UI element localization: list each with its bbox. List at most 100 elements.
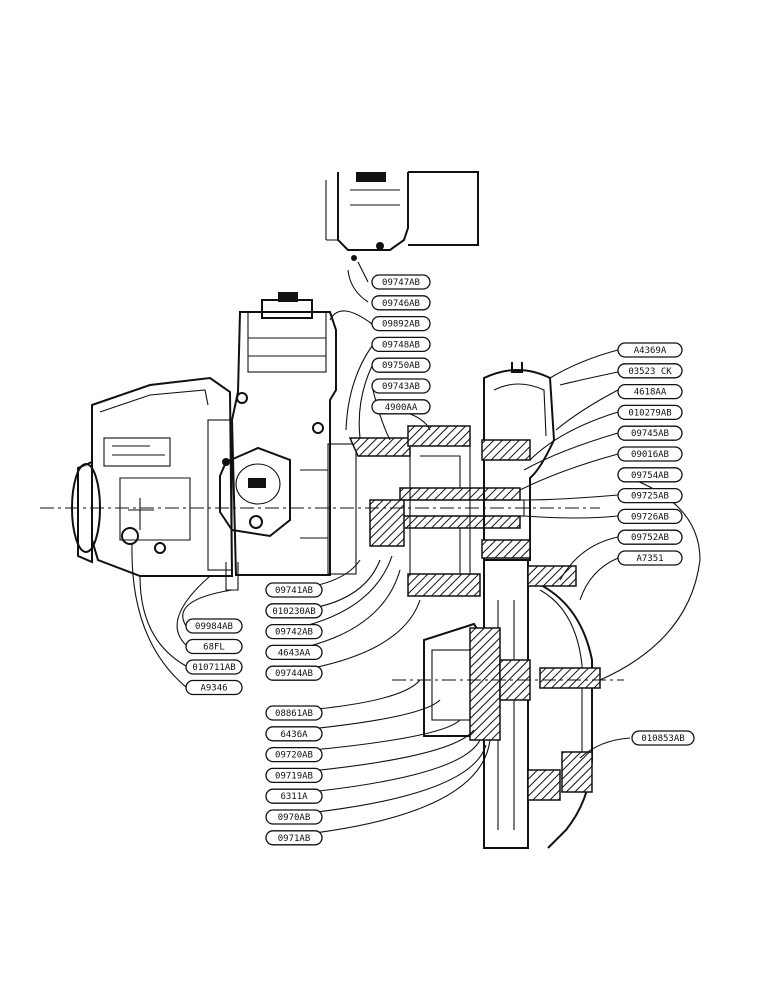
part-label-labels-lower-left-1: 68FL [185, 638, 243, 655]
part-label-labels-left-6-text: 4900AA [385, 403, 418, 413]
part-label-labels-left-2-text: 09892AB [382, 320, 420, 330]
part-label-labels-right-8: 09726AB [617, 508, 683, 525]
part-label-labels-lower-left-3: A9346 [185, 679, 243, 696]
part-label-labels-right-1-text: 03523 CK [628, 367, 672, 377]
part-label-labels-lower-left-3-text: A9346 [200, 684, 227, 694]
part-label-labels-left-5-frame [371, 378, 431, 394]
part-label-labels-right-10: A7351 [617, 550, 683, 566]
part-label-labels-right-3-frame [617, 404, 683, 421]
part-label-far-right: 010853AB [631, 730, 695, 746]
part-label-labels-left-6: 4900AA [371, 399, 431, 415]
upper-mount-bracket [325, 171, 479, 261]
part-label-labels-right-3: 010279AB [617, 404, 683, 421]
part-label-labels-right-6-text: 09754AB [631, 471, 669, 481]
part-label-labels-right-6: 09754AB [617, 467, 683, 483]
part-label-labels-left-5-text: 09743AB [382, 382, 420, 392]
part-label-labels-left-4-frame [371, 357, 431, 373]
part-label-labels-right-4-frame [617, 425, 683, 441]
part-label-labels-bottom-5: 0970AB [265, 809, 323, 825]
part-label-labels-right-5: 09016AB [617, 446, 683, 462]
part-label-labels-lower-mid-3-frame [265, 644, 323, 661]
part-label-labels-left-5: 09743AB [371, 378, 431, 394]
part-label-labels-right-8-frame [617, 508, 683, 525]
part-label-labels-right-9-frame [617, 529, 683, 545]
part-label-labels-lower-mid-0-frame [265, 582, 323, 598]
part-label-labels-lower-left-2: 010711AB [185, 659, 243, 675]
part-label-labels-bottom-3-text: 09719AB [275, 771, 313, 781]
part-label-labels-right-1: 03523 CK [617, 363, 683, 379]
part-label-labels-left-3: 09748AB [371, 336, 431, 353]
part-label-labels-right-7-frame [617, 487, 683, 504]
part-label-labels-right-1-frame [617, 363, 683, 379]
part-label-labels-bottom-1: 6436A [265, 726, 323, 742]
pump-housing [219, 292, 357, 576]
part-label-labels-lower-mid-4-text: 09744AB [275, 669, 313, 679]
part-label-labels-lower-mid-1: 010230AB [265, 603, 323, 619]
part-label-labels-bottom-6-frame [265, 830, 323, 846]
coupling-section [348, 425, 525, 597]
part-label-labels-right-2-frame [617, 383, 683, 400]
part-label-labels-right-9-text: 09752AB [631, 533, 669, 543]
part-label-labels-lower-mid-1-frame [265, 603, 323, 619]
part-label-labels-bottom-4-text: 6311A [280, 792, 308, 802]
part-label-labels-right-10-frame [617, 550, 683, 566]
part-label-labels-right-2-text: 4618AA [634, 388, 667, 398]
part-label-far-right-text: 010853AB [641, 734, 684, 744]
part-label-labels-lower-mid-3: 4643AA [265, 644, 323, 661]
part-label-labels-lower-mid-2-text: 09742AB [275, 628, 313, 638]
part-label-labels-right-7-text: 09725AB [631, 492, 669, 502]
part-label-labels-left-0-frame [371, 274, 431, 290]
part-label-labels-right-3-text: 010279AB [628, 408, 671, 418]
part-label-labels-bottom-5-text: 0970AB [278, 813, 311, 823]
part-label-labels-lower-mid-2: 09742AB [265, 623, 323, 640]
part-label-labels-bottom-6-text: 0971AB [278, 834, 311, 844]
part-label-labels-left-4-text: 09750AB [382, 361, 420, 371]
part-label-labels-right-0-text: A4369A [634, 346, 667, 356]
part-label-labels-lower-left-3-frame [185, 679, 243, 696]
part-label-far-right-frame [631, 730, 695, 746]
part-label-labels-bottom-2-frame [265, 746, 323, 763]
callout-labels: 09747AB 09746AB 09892AB 09748AB 09750AB 09743… [185, 274, 695, 846]
governor-housing [71, 376, 239, 591]
part-label-labels-lower-left-0: 09984AB [185, 618, 243, 634]
part-label-labels-left-2: 09892AB [371, 315, 431, 332]
part-label-labels-lower-mid-0-text: 09741AB [275, 586, 313, 596]
part-label-labels-lower-mid-4-frame [265, 665, 323, 681]
part-label-labels-right-5-frame [617, 446, 683, 462]
part-label-labels-lower-mid-4: 09744AB [265, 665, 323, 681]
part-label-labels-bottom-6: 0971AB [265, 830, 323, 846]
part-label-labels-left-0-text: 09747AB [382, 278, 420, 288]
part-label-labels-bottom-0-frame [265, 705, 323, 721]
part-label-labels-bottom-0-text: 08861AB [275, 709, 313, 719]
part-label-labels-right-9: 09752AB [617, 529, 683, 545]
fan-drive-housing [423, 362, 601, 849]
part-label-labels-right-10-text: A7351 [636, 554, 663, 564]
part-label-labels-right-4: 09745AB [617, 425, 683, 441]
part-label-labels-right-0: A4369A [617, 342, 683, 358]
part-label-labels-lower-left-0-text: 09984AB [195, 622, 233, 632]
part-label-labels-right-8-text: 09726AB [631, 512, 669, 522]
part-label-labels-lower-mid-0: 09741AB [265, 582, 323, 598]
part-label-labels-bottom-1-frame [265, 726, 323, 742]
part-label-labels-bottom-5-frame [265, 809, 323, 825]
part-label-labels-bottom-3: 09719AB [265, 767, 323, 784]
part-label-labels-right-7: 09725AB [617, 487, 683, 504]
part-label-labels-lower-left-2-text: 010711AB [192, 663, 235, 673]
part-label-labels-bottom-2-text: 09720AB [275, 751, 313, 761]
part-label-labels-lower-mid-3-text: 4643AA [278, 648, 311, 658]
part-label-labels-right-5-text: 09016AB [631, 450, 669, 460]
part-label-labels-bottom-1-text: 6436A [280, 730, 308, 740]
part-label-labels-bottom-4-frame [265, 788, 323, 804]
part-label-labels-left-1: 09746AB [371, 295, 431, 311]
part-label-labels-right-4-text: 09745AB [631, 429, 669, 439]
part-label-labels-bottom-4: 6311A [265, 788, 323, 804]
part-label-labels-lower-left-0-frame [185, 618, 243, 634]
part-label-labels-right-6-frame [617, 467, 683, 483]
part-label-labels-left-0: 09747AB [371, 274, 431, 290]
part-label-labels-lower-left-1-frame [185, 638, 243, 655]
part-label-labels-lower-mid-2-frame [265, 623, 323, 640]
part-label-labels-lower-left-1-text: 68FL [203, 643, 225, 653]
part-label-labels-bottom-0: 08861AB [265, 705, 323, 721]
part-label-labels-right-0-frame [617, 342, 683, 358]
